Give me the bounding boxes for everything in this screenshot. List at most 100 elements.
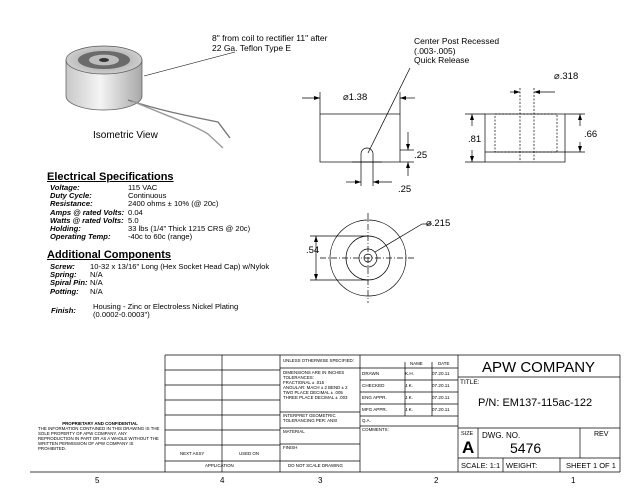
electrical-specs-heading: Electrical Specifications [47,171,174,183]
tolerance-line: ANGULAR: MACH ± 2 BEND ± 2 [283,384,348,390]
company-name: APW COMPANY [482,359,596,376]
rev-label: REV [594,431,609,438]
electrical-label: Voltage: [50,183,80,192]
zone-marker: 2 [434,476,439,485]
comments-label: COMMENTS: [362,427,389,432]
weight-label: WEIGHT: [506,461,538,470]
finish-value: Housing - Zinc or Electroless Nickel Pla… [92,302,239,320]
additional-row: Spiral Pin:N/A [50,279,269,287]
dim-height-25-side: .25 [414,150,428,161]
dim-height-66: .66 [584,129,598,140]
electrical-row: Watts @ rated Volts:5.0 [50,216,250,225]
dwg-no-label: DWG. NO. [482,431,521,440]
tolerance-line: TWO PLACE DECIMAL ± .005 [283,389,343,395]
proprietary-text: THE INFORMATION CONTAINED IN THIS DRAWIN… [38,425,160,451]
center-post-note: Center Post Recessed (.003-.005) Quick R… [414,36,500,66]
date-col-header: DATE [438,361,450,366]
electrical-value: 2400 ohms ± 10% (@ 20c) [128,199,219,209]
dim-diameter-318: ⌀.318 [554,71,579,82]
approval-role: CHECKED [362,383,385,388]
additional-label: Screw: [50,262,75,271]
tolerance-line: DIMENSIONS ARE IN INCHES [283,370,345,375]
approval-name: J.K. [405,395,413,400]
electrical-label: Operating Temp: [50,232,111,242]
zone-marker: 4 [220,476,225,485]
electrical-value: -40c to 60c (range) [128,232,193,242]
approval-role: MFG APPR. [362,407,388,412]
finish-spec: Finish: Housing - Zinc or Electroless Ni… [50,302,239,320]
lead-note-line2: 22 Ga. Teflon Type E [212,42,292,53]
dim-width-25-bottom: .25 [398,184,412,195]
additional-row: Screw: 10-32 x 13/16" Long (Hex Socket He… [50,262,270,271]
additional-value: 10-32 x 13/16" Long (Hex Socket Head Cap… [90,262,270,271]
electrical-row: Resistance: 2400 ohms ± 10% (@ 20c) [50,200,250,208]
additional-value: N/A [90,278,103,288]
electrical-row: Operating Temp: -40c to 60c (range) [50,233,250,241]
material-label: MATERIAL [283,429,305,434]
additional-components-list: Screw: 10-32 x 13/16" Long (Hex Socket He… [50,262,270,296]
zone-marker: 1 [571,476,576,485]
approval-row: ENG APPR.J.K.07.20.11 [362,395,458,407]
tolerance-line: FRACTIONAL ± .015 [283,379,325,385]
sheet-label: SHEET 1 OF 1 [566,461,616,470]
additional-row: Spring: N/A [50,270,269,280]
center-post-line2: (.003-.005) [414,45,456,56]
approval-date: 07.20.11 [432,371,450,376]
approval-name: J.K. [405,383,413,388]
name-col-header: NAME [410,361,423,366]
additional-label: Spiral Pin: [50,278,88,288]
additional-value: N/A [90,270,103,280]
electrical-label: Holding: [50,224,81,234]
electrical-label: Resistance: [50,199,93,209]
size-label: SIZE [461,431,474,437]
proprietary-heading: PROPRIETARY AND CONFIDENTIAL [62,421,138,426]
finish-line2: (0.0002-0.0003") [93,310,150,320]
unless-specified-label: UNLESS OTHERWISE SPECIFIED: [283,358,354,363]
lead-wire-note: 8" from coil to rectifier 11" after 22 G… [212,33,328,53]
tolerance-line: TOLERANCES: [283,374,314,380]
additional-value: N/A [90,286,103,296]
electrical-row: Duty Cycle:Continuous [50,191,250,201]
zone-marker: 3 [318,476,323,485]
dim-diameter-138: ⌀1.38 [343,92,368,103]
approval-row: DRAWN K.H. 07.20.11 [362,371,458,383]
additional-components-heading: Additional Components [47,249,172,261]
lead-note-leader [143,51,236,77]
additional-row: Potting: N/A [50,286,269,296]
size-value: A [462,438,475,457]
approval-date: 07.20.11 [432,395,450,400]
scale-label: SCALE: 1:1 [461,461,501,470]
orthographic-views [302,67,585,303]
proprietary-notice: PROPRIETARY AND CONFIDENTIAL THE INFORMA… [38,421,162,451]
electrical-row: Voltage: 115 VAC [50,183,250,192]
qa-label: Q.A. [362,418,371,423]
application-label: APPLICATION [205,463,234,468]
approval-role: DRAWN [362,371,380,376]
electrical-row: Holding: 33 lbs (1/4" Thick 1215 CRS @ 20… [50,224,251,234]
center-post-line1: Center Post Recessed [414,36,500,46]
finish-line1: Housing - Zinc or Electroless Nickel Pla… [93,302,239,311]
approval-row: MFG APPR.J.K.07.20.11 [362,407,458,419]
lead-note-line1: 8" from coil to rectifier 11" after [212,33,328,43]
additional-label: Spring: [50,270,77,280]
electrical-label: Duty Cycle: [50,191,92,201]
electrical-value: 33 lbs (1/4" Thick 1215 CRS @ 20c) [128,224,251,234]
do-not-scale-label: DO NOT SCALE DRAWING [288,463,343,468]
additional-label: Potting: [50,286,79,296]
electrical-value: 115 VAC [128,183,158,192]
dim-height-54: .54 [306,245,320,256]
approval-name: K.H. [405,371,414,376]
electrical-row: Amps @ rated Volts:0.04 [50,208,250,217]
next-assy-label: NEXT ASSY [180,451,205,456]
center-post-line3: Quick Release [414,55,470,65]
dim-height-81: .81 [468,134,482,145]
part-number: P/N: EM137-115ac-122 [478,397,593,409]
dwg-no-value: 5476 [510,440,542,456]
